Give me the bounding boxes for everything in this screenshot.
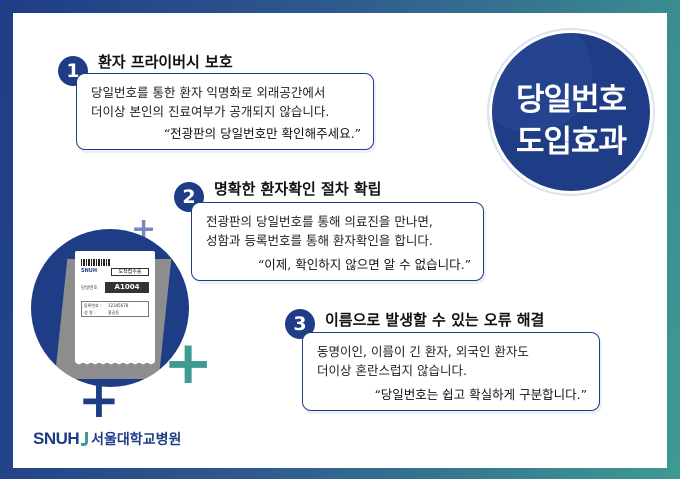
section-3-bubble: 동명이인, 이름이 긴 환자, 외국인 환자도 더이상 혼란스럽지 않습니다. …	[302, 332, 600, 411]
title-line-1: 당일번호	[515, 82, 627, 118]
ticket-name-label: 성 명 :	[84, 310, 96, 315]
section-1-quote: “전광판의 당일번호만 확인해주세요.”	[163, 126, 361, 141]
section-2-line-1: 전광판의 당일번호를 통해 의료진을 만나면,	[206, 214, 433, 229]
title-line-2: 도입효과	[515, 124, 627, 160]
section-1-line-2: 더이상 본인의 진료여부가 공개되지 않습니다.	[91, 104, 330, 119]
ticket-number-label: 당일번호	[81, 286, 98, 291]
ticket-name-value: 홍길동	[108, 310, 120, 315]
ticket-tear-edge	[75, 361, 155, 369]
barcode-icon	[81, 259, 111, 266]
ticket-number: A1004	[105, 282, 149, 293]
section-2-number: 2	[174, 182, 204, 212]
ticket-info-box: 등록번호 : 12345678 성 명 : 홍길동	[81, 301, 149, 317]
section-2-quote: “이제, 확인하지 않으면 알 수 없습니다.”	[257, 257, 471, 272]
logo-brand: SNUH	[33, 429, 80, 448]
ticket-brand: SNUH	[81, 268, 98, 274]
section-2-line-2: 성함과 등록번호를 통해 환자확인을 합니다.	[206, 233, 433, 248]
hospital-logo: SNUH 서울대학교병원	[33, 429, 181, 449]
receipt-ticket: SNUH 도착접수증 당일번호 A1004 등록번호 : 12345678 성 …	[75, 251, 155, 369]
ticket-reg-value: 12345678	[108, 303, 129, 308]
section-1-bubble: 당일번호를 통한 환자 익명화로 외래공간에서 더이상 본인의 진료여부가 공개…	[76, 73, 374, 150]
section-1-heading: 환자 프라이버시 보호	[98, 53, 233, 71]
plus-icon: +	[78, 371, 120, 429]
section-3-quote: “당일번호는 쉽고 확실하게 구분합니다.”	[374, 387, 587, 402]
plus-icon: +	[163, 328, 214, 398]
section-3-line-1: 동명이인, 이름이 긴 환자, 외국인 환자도	[317, 344, 529, 359]
ticket-reg-label: 등록번호 :	[84, 303, 102, 308]
logo-mark-icon	[81, 432, 89, 446]
section-2-heading: 명확한 환자확인 절차 확립	[214, 180, 382, 198]
section-1-line-1: 당일번호를 통한 환자 익명화로 외래공간에서	[91, 85, 326, 100]
poster-card: 1 환자 프라이버시 보호 당일번호를 통한 환자 익명화로 외래공간에서 더이…	[13, 13, 667, 468]
section-3-heading: 이름으로 발생할 수 있는 오류 해결	[325, 311, 545, 329]
ticket-header: 도착접수증	[111, 268, 149, 276]
section-2-bubble: 전광판의 당일번호를 통해 의료진을 만나면, 성함과 등록번호를 통해 환자확…	[191, 202, 484, 281]
section-3-line-2: 더이상 혼란스럽지 않습니다.	[317, 363, 467, 378]
title-badge: 당일번호 도입효과	[492, 33, 650, 191]
logo-name: 서울대학교병원	[91, 432, 182, 448]
ticket-illustration: SNUH 도착접수증 당일번호 A1004 등록번호 : 12345678 성 …	[31, 229, 189, 387]
